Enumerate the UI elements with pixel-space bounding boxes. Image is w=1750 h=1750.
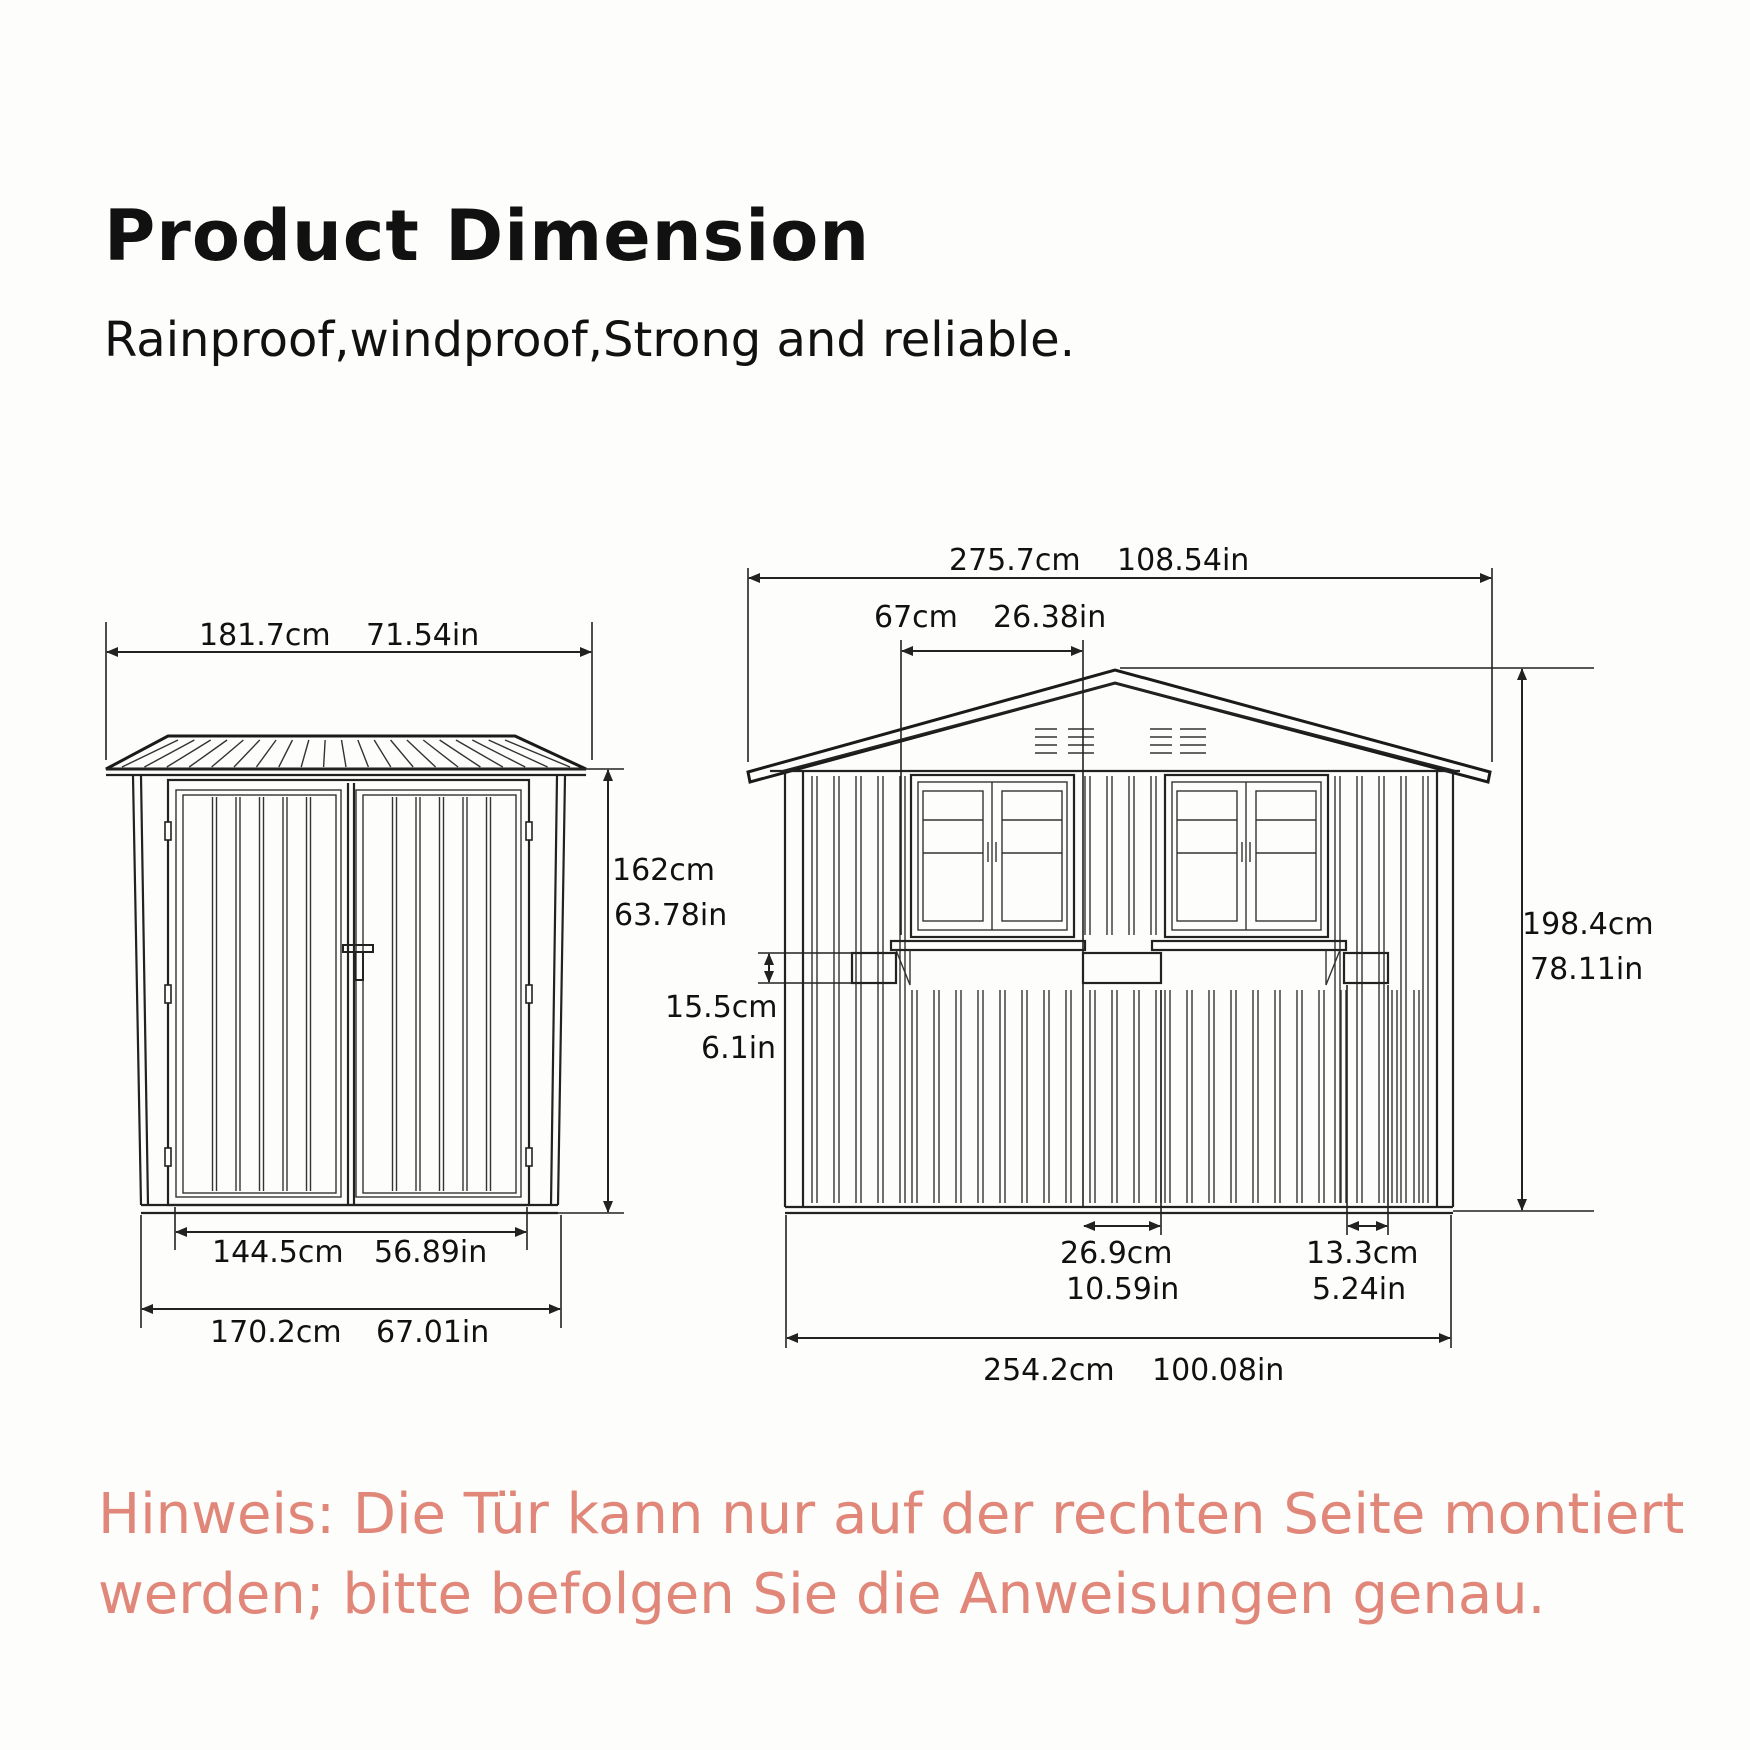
planter-height-cm: 15.5cm	[665, 990, 778, 1025]
side-window-offset-cm: 67cm	[874, 600, 958, 635]
front-roof-width-cm: 181.7cm	[199, 618, 331, 653]
page-subtitle: Rainproof,windproof,Strong and reliable.	[104, 312, 1075, 368]
assembly-note-line-2: werden; bitte befolgen Sie die Anweisung…	[98, 1562, 1546, 1627]
planter-height-in: 6.1in	[701, 1031, 776, 1066]
front-view-shed	[105, 734, 587, 1215]
side-roof-width-cm: 275.7cm	[949, 543, 1081, 578]
side-height-cm: 198.4cm	[1522, 907, 1654, 942]
side-base-width-cm: 254.2cm	[983, 1353, 1115, 1388]
side-dimension-lines	[747, 568, 1594, 1348]
window-shelves	[889, 939, 1348, 986]
front-base-width-cm: 170.2cm	[210, 1315, 342, 1350]
front-roof	[105, 734, 587, 777]
side-gable-roof	[746, 668, 1492, 784]
assembly-note-line-1: Hinweis: Die Tür kann nur auf der rechte…	[98, 1482, 1685, 1547]
front-height-in: 63.78in	[614, 898, 727, 933]
side-base-width-in: 100.08in	[1152, 1353, 1284, 1388]
side-window-right	[1163, 773, 1330, 939]
door-handle-icon	[342, 944, 374, 981]
roof-vent-icon	[1035, 728, 1094, 754]
front-height-cm: 162cm	[612, 853, 715, 888]
page-title: Product Dimension	[104, 195, 871, 277]
front-base-width-in: 67.01in	[376, 1315, 489, 1350]
front-door-width-cm: 144.5cm	[212, 1235, 344, 1270]
front-door-width-in: 56.89in	[374, 1235, 487, 1270]
edge-panel-cm: 13.3cm	[1306, 1236, 1419, 1271]
side-view-shed	[746, 668, 1492, 1215]
side-walls	[783, 772, 1455, 1215]
side-height-in: 78.11in	[1530, 952, 1643, 987]
side-window-offset-in: 26.38in	[993, 600, 1106, 635]
side-window-left	[909, 773, 1076, 939]
roof-vent-icon	[1150, 728, 1206, 754]
front-dimension-lines	[105, 622, 624, 1328]
front-double-door	[164, 778, 533, 1207]
front-roof-width-in: 71.54in	[366, 618, 479, 653]
planter-boxes	[850, 951, 1390, 985]
side-roof-width-in: 108.54in	[1117, 543, 1249, 578]
panel-gap-in: 10.59in	[1066, 1272, 1179, 1307]
edge-panel-in: 5.24in	[1312, 1272, 1406, 1307]
panel-gap-cm: 26.9cm	[1060, 1236, 1173, 1271]
assembly-note: Hinweis: Die Tür kann nur auf der rechte…	[98, 1475, 1698, 1635]
